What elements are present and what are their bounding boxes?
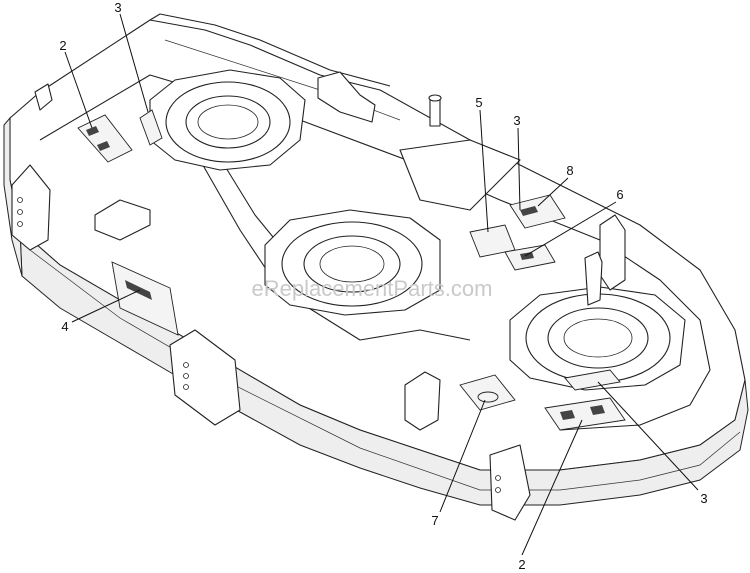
decal-3-top-left xyxy=(139,109,163,146)
callout-3-top-right: 3 xyxy=(513,113,520,128)
decal-7 xyxy=(459,374,516,411)
callout-8: 8 xyxy=(566,163,573,178)
callout-3-top-left: 3 xyxy=(114,0,121,15)
leader-lines xyxy=(64,13,699,556)
decal-3-bottom-right xyxy=(564,369,621,391)
decal-6 xyxy=(504,244,556,271)
right-spindle-mount xyxy=(509,286,686,391)
callout-5: 5 xyxy=(475,95,482,110)
callout-4: 4 xyxy=(61,319,68,334)
callout-2-top: 2 xyxy=(59,38,66,53)
callout-2-bottom: 2 xyxy=(518,557,525,572)
decal-4 xyxy=(111,261,179,336)
watermark: eReplacementParts.com xyxy=(252,276,493,301)
callout-3-bottom-right: 3 xyxy=(700,491,707,506)
deck-brackets xyxy=(11,71,626,521)
left-spindle-mount xyxy=(149,69,306,171)
decal-2-bottom xyxy=(544,397,626,431)
callout-6: 6 xyxy=(616,187,623,202)
callouts: 2 3 5 3 8 6 4 7 3 2 xyxy=(59,0,707,572)
center-spindle-mount xyxy=(264,209,441,316)
callout-7: 7 xyxy=(431,513,438,528)
decal-8 xyxy=(509,194,566,229)
